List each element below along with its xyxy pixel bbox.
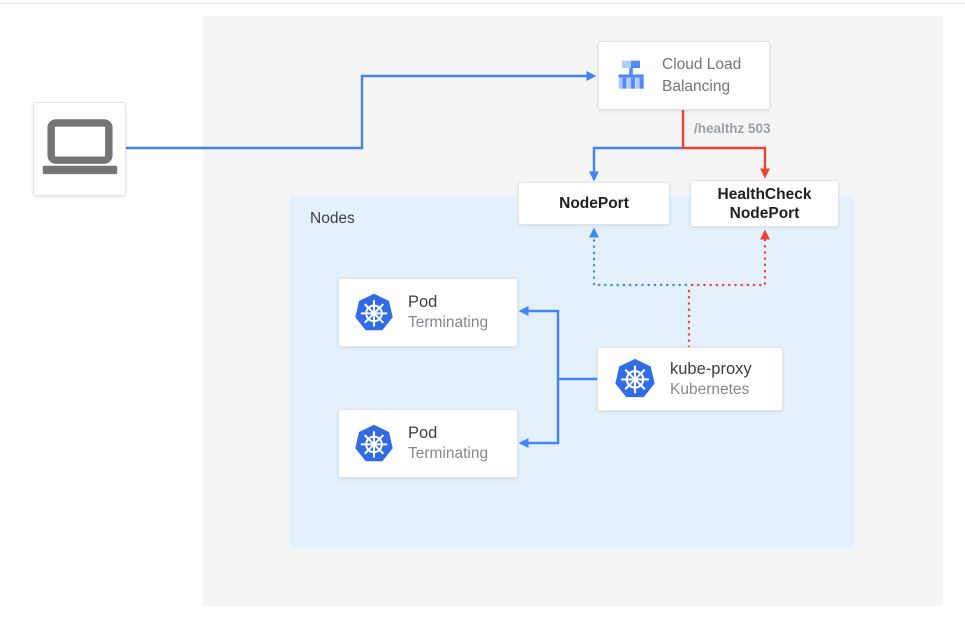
kubernetes-icon (355, 424, 393, 461)
cloud-load-balancing-box: Cloud Load Balancing (598, 41, 770, 110)
nodeport-label: NodePort (559, 194, 629, 212)
pod-status: Terminating (408, 445, 489, 462)
load-balancer-icon (618, 60, 644, 89)
pod-box-1: Pod Terminating (338, 278, 518, 347)
pod-title: Pod (408, 293, 438, 311)
kube-proxy-box: kube-proxy Kubernetes (597, 347, 783, 411)
kube-proxy-title: kube-proxy (670, 359, 752, 378)
pod-box-2: Pod Terminating (338, 409, 518, 478)
cloud-load-balancing-label: Cloud Load Balancing (662, 55, 742, 95)
kubernetes-icon (615, 358, 655, 398)
nodes-panel-label: Nodes (310, 210, 355, 227)
page-top-divider (0, 3, 965, 4)
healthz-status-label: /healthz 503 (694, 121, 771, 136)
laptop-icon (42, 119, 117, 175)
pod-title: Pod (408, 424, 438, 442)
kubernetes-icon (355, 293, 393, 330)
pod-status: Terminating (408, 314, 489, 331)
healthcheck-nodeport-label: HealthCheck NodePort (717, 185, 812, 222)
user-client-box (33, 102, 126, 196)
healthcheck-nodeport-box: HealthCheck NodePort (690, 180, 839, 227)
kube-proxy-subtitle: Kubernetes (670, 380, 750, 398)
nodeport-box: NodePort (518, 182, 670, 225)
